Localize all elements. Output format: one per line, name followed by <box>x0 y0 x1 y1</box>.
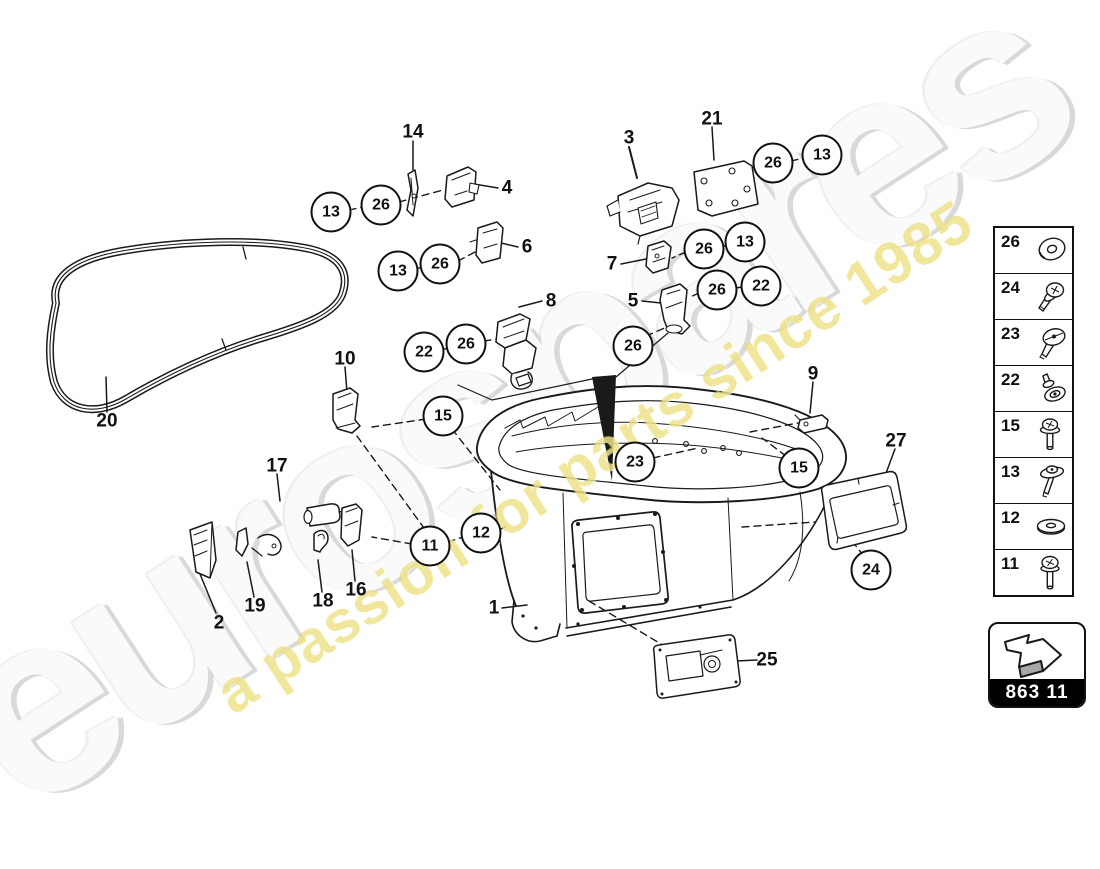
legend-item-15[interactable]: 15 <box>995 411 1072 457</box>
part-drawing-17[interactable] <box>303 503 349 527</box>
part-drawing-4[interactable] <box>444 166 480 208</box>
washer-screw-icon <box>1039 465 1065 498</box>
callout-label-3[interactable]: 3 <box>623 127 635 149</box>
rivet-icon <box>1042 373 1066 402</box>
callout-circle-11[interactable]: 11 <box>409 525 451 567</box>
parts-diagram-art <box>45 126 908 699</box>
callout-label-16[interactable]: 16 <box>345 579 367 601</box>
diagram-arrow-icon <box>1004 634 1062 678</box>
legend-item-22[interactable]: 22 <box>995 365 1072 411</box>
part-drawing-seal-20[interactable] <box>45 238 349 414</box>
callout-label-8[interactable]: 8 <box>545 290 557 312</box>
legend-item-26[interactable]: 26 <box>995 228 1072 273</box>
callout-label-14[interactable]: 14 <box>402 121 424 143</box>
callout-label-5[interactable]: 5 <box>627 290 639 312</box>
part-drawing-27[interactable] <box>820 470 908 551</box>
part-drawing-25[interactable] <box>652 634 741 699</box>
callout-circle-23[interactable]: 23 <box>614 441 656 483</box>
callout-label-4[interactable]: 4 <box>501 177 513 199</box>
callout-label-20[interactable]: 20 <box>96 410 118 432</box>
callout-label-6[interactable]: 6 <box>521 236 533 258</box>
part-drawing-18[interactable] <box>313 529 329 553</box>
callout-circle-26b[interactable]: 26 <box>419 243 461 285</box>
callout-label-18[interactable]: 18 <box>312 590 334 612</box>
callout-label-17[interactable]: 17 <box>266 455 288 477</box>
part-drawing-2[interactable] <box>189 521 217 579</box>
callout-circle-26c[interactable]: 26 <box>445 323 487 365</box>
callout-label-10[interactable]: 10 <box>334 348 356 370</box>
fastener-legend: 26 24 23 <box>993 226 1074 597</box>
callout-circle-24[interactable]: 24 <box>850 549 892 591</box>
callout-label-9[interactable]: 9 <box>807 363 819 385</box>
legend-item-13[interactable]: 13 <box>995 457 1072 503</box>
part-drawing-14[interactable] <box>406 169 419 217</box>
callout-circle-15b[interactable]: 15 <box>778 447 820 489</box>
part-drawing-3[interactable] <box>606 182 680 245</box>
part-drawing-7[interactable] <box>645 240 672 274</box>
callout-circle-13c[interactable]: 13 <box>724 221 766 263</box>
screw-icon <box>1038 282 1065 312</box>
callout-circle-26e[interactable]: 26 <box>683 228 725 270</box>
part-drawing-10[interactable] <box>332 387 361 434</box>
callout-label-21[interactable]: 21 <box>701 108 723 130</box>
callout-label-19[interactable]: 19 <box>244 595 266 617</box>
washer-icon <box>1038 237 1066 261</box>
callout-circle-13b[interactable]: 13 <box>377 250 419 292</box>
flange-screw-icon <box>1039 418 1061 451</box>
callout-label-1[interactable]: 1 <box>488 597 500 619</box>
callout-circle-26f[interactable]: 26 <box>696 269 738 311</box>
legend-item-23[interactable]: 23 <box>995 319 1072 365</box>
part-drawing-6[interactable] <box>469 221 504 264</box>
part-drawing-9[interactable] <box>794 414 829 434</box>
callout-circle-26d[interactable]: 26 <box>612 325 654 367</box>
callout-circle-12[interactable]: 12 <box>460 512 502 554</box>
dome-bolt-icon <box>1040 555 1060 590</box>
diagram-code: 863 11 <box>990 679 1084 706</box>
part-drawing-16[interactable] <box>340 503 363 547</box>
callout-label-27[interactable]: 27 <box>885 430 907 452</box>
part-drawing-19[interactable] <box>235 527 282 557</box>
flat-washer-icon <box>1036 518 1066 535</box>
callout-label-25[interactable]: 25 <box>756 649 778 671</box>
callout-circle-26g[interactable]: 26 <box>752 142 794 184</box>
legend-item-24[interactable]: 24 <box>995 273 1072 319</box>
part-drawing-8[interactable] <box>495 313 537 390</box>
leader-lines <box>105 126 896 662</box>
callout-circle-22b[interactable]: 22 <box>740 265 782 307</box>
callout-circle-13d[interactable]: 13 <box>801 134 843 176</box>
diagram-code-box[interactable]: 863 11 <box>988 622 1086 708</box>
callout-circle-22a[interactable]: 22 <box>403 331 445 373</box>
callout-label-7[interactable]: 7 <box>606 253 618 275</box>
part-drawing-5[interactable] <box>659 283 691 335</box>
callout-circle-26a[interactable]: 26 <box>360 184 402 226</box>
part-drawing-21[interactable] <box>693 160 759 217</box>
legend-item-12[interactable]: 12 <box>995 503 1072 549</box>
callout-label-2[interactable]: 2 <box>213 612 225 634</box>
callout-circle-15a[interactable]: 15 <box>422 395 464 437</box>
part-drawing-lining-1[interactable] <box>475 385 847 643</box>
clip-icon <box>1039 328 1066 360</box>
callout-circle-13a[interactable]: 13 <box>310 191 352 233</box>
legend-item-11[interactable]: 11 <box>995 549 1072 595</box>
